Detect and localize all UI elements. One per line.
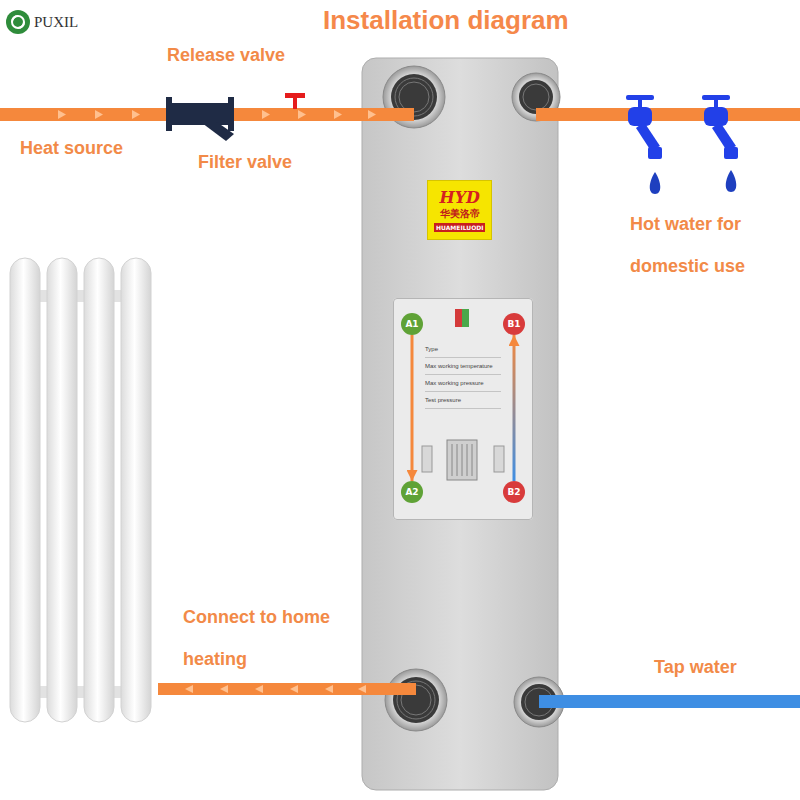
radiator (114, 290, 121, 302)
flow-chevron (58, 110, 376, 693)
brand-text: 华美洛帝 (434, 207, 485, 221)
part-label: Release valve (167, 44, 285, 66)
faucet-symbol (712, 122, 736, 151)
flow-chevron (298, 110, 306, 119)
filter-valve-symbol (228, 97, 234, 131)
release-valve-symbol (285, 93, 305, 98)
flow-arrow (411, 335, 414, 481)
radiator (84, 258, 114, 722)
pipe-port (385, 669, 447, 731)
pipe-port (383, 66, 564, 731)
flow-chevron (255, 685, 263, 693)
port-code: B2 (507, 487, 520, 498)
faucet-symbol (702, 95, 738, 192)
radiator (10, 258, 151, 722)
filter-valve-symbol (198, 120, 234, 141)
outlet-label: Hot water for domestic use (630, 203, 792, 287)
flow-chevron (358, 685, 366, 693)
hot-pipe (536, 108, 800, 121)
flow-arrow (513, 335, 516, 481)
nameplate-plate (462, 444, 463, 476)
brand-logo (12, 16, 24, 28)
release-valve-symbol (285, 93, 305, 109)
port-code: B1 (507, 319, 520, 330)
hot-pipe (0, 108, 800, 695)
cold-pipe (539, 695, 800, 708)
nameplate-plate (393, 298, 533, 520)
cold-pipe (539, 695, 800, 708)
flow-chevron (334, 110, 342, 119)
faucet-symbol (626, 95, 662, 194)
faucet-symbol (704, 107, 728, 126)
flow-chevron (95, 110, 103, 119)
nameplate: TypeMax working temperatureMax working p… (393, 298, 533, 520)
nameplate-row: Type (425, 341, 501, 358)
nameplate-plate (467, 444, 468, 476)
radiator (47, 258, 77, 722)
flow-chevron (262, 110, 270, 119)
faucet-symbol (724, 147, 738, 159)
brand-logo (6, 10, 30, 34)
flow-chevron (132, 110, 140, 119)
port-code: A2 (405, 487, 418, 498)
diagram-title: Installation diagram (323, 4, 569, 36)
radiator (77, 686, 84, 698)
flow-chevron (220, 685, 228, 693)
faucet-symbol (648, 147, 662, 159)
nameplate-row: Test pressure (425, 392, 501, 409)
filter-valve-symbol (166, 97, 234, 141)
nameplate-plate (457, 444, 458, 476)
filter-valve-symbol (172, 103, 228, 125)
brand-name: PUXIL (34, 12, 78, 32)
filter-valve-symbol (166, 97, 172, 131)
brand-text: HUAMEILUODI (434, 223, 485, 232)
nameplate-plate (422, 446, 432, 472)
flow-chevron (185, 685, 193, 693)
nameplate-plate (455, 309, 462, 327)
nameplate-plate (494, 446, 504, 472)
port-marker: B2 (503, 481, 525, 503)
brand-logo (12, 16, 24, 28)
flow-chevron (58, 110, 66, 119)
nameplate-plate (452, 444, 453, 476)
faucet-symbol (636, 122, 660, 151)
radiator (121, 258, 151, 722)
pipe-port (399, 82, 429, 112)
port-marker: A1 (401, 313, 423, 335)
faucet-symbol (650, 172, 661, 194)
brand-badge: HYD华美洛帝 HUAMEILUODI (427, 180, 492, 240)
radiator (40, 686, 47, 698)
radiator (77, 290, 84, 302)
radiator (114, 686, 121, 698)
port-code: A1 (405, 319, 418, 330)
radiator (40, 290, 47, 302)
radiator (10, 258, 40, 722)
nameplate-plate (462, 309, 469, 327)
flow-chevron (368, 110, 376, 119)
inlet-label: Tap water (654, 656, 737, 678)
nameplate-row: Max working temperature (425, 358, 501, 375)
flow-chevron (290, 685, 298, 693)
nameplate-plate (393, 298, 533, 520)
faucet-symbol (726, 170, 737, 192)
port-marker: B1 (503, 313, 525, 335)
nameplate-plate (447, 440, 477, 480)
pipe-port (523, 84, 549, 110)
brand-mark: HYD (434, 188, 485, 207)
part-label: Heat source (20, 137, 123, 159)
nameplate-plate (472, 444, 473, 476)
port-marker: A2 (401, 481, 423, 503)
brand-logo (6, 10, 30, 34)
hot-pipe (158, 683, 416, 695)
flow-chevron (325, 685, 333, 693)
outlet-label: Connect to home heating (183, 596, 363, 680)
faucet-symbol (628, 107, 652, 126)
part-label: Filter valve (198, 151, 292, 173)
nameplate-row: Max working pressure (425, 375, 501, 392)
release-valve-symbol (293, 97, 297, 109)
